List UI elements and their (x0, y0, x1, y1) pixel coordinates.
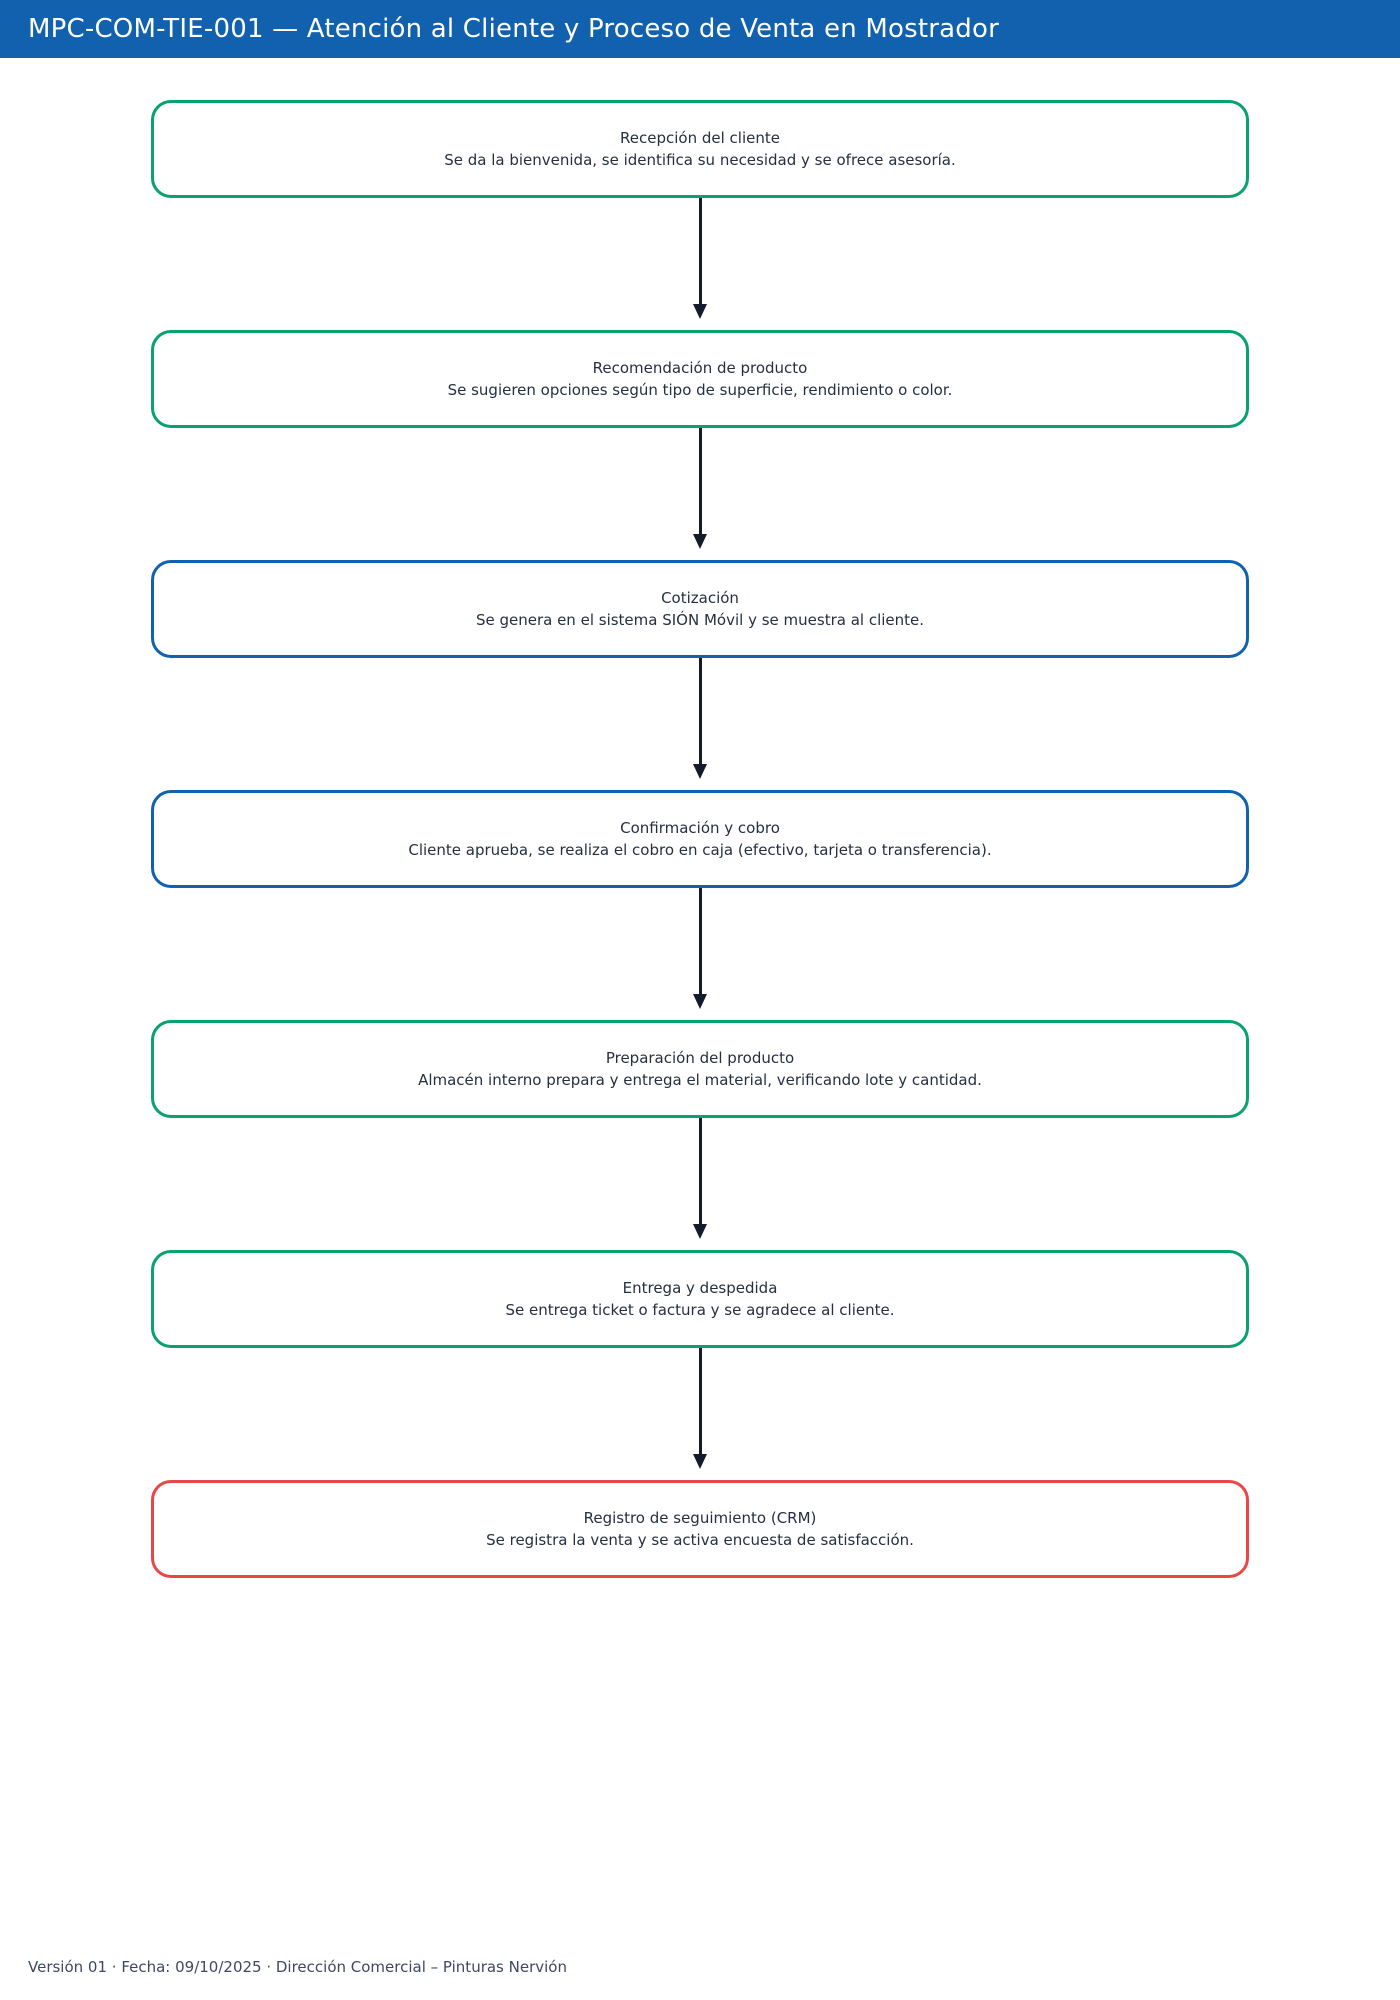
flow-connector (693, 428, 707, 560)
flow-connector (693, 198, 707, 330)
arrow-line (698, 428, 702, 534)
arrow-down-icon (693, 534, 707, 549)
flow-step-recepcion-del-cliente: Recepción del cliente Se da la bienvenid… (151, 100, 1249, 198)
header-bar: MPC-COM-TIE-001 — Atención al Cliente y … (0, 0, 1400, 58)
flow-step-recomendacion-de-producto: Recomendación de producto Se sugieren op… (151, 330, 1249, 428)
arrow-down-icon (693, 764, 707, 779)
arrow-down-icon (693, 304, 707, 319)
footer-note: Versión 01 · Fecha: 09/10/2025 · Direcci… (28, 1958, 567, 1976)
step-title: Recepción del cliente (620, 128, 780, 147)
flowchart: Recepción del cliente Se da la bienvenid… (0, 58, 1400, 1578)
step-title: Confirmación y cobro (620, 818, 780, 837)
step-description: Se registra la venta y se activa encuest… (486, 1531, 914, 1549)
arrow-line (698, 888, 702, 994)
step-description: Se entrega ticket o factura y se agradec… (505, 1301, 895, 1319)
arrow-line (698, 1348, 702, 1454)
flow-step-registro-de-seguimiento-crm: Registro de seguimiento (CRM) Se registr… (151, 1480, 1249, 1578)
arrow-down-icon (693, 1224, 707, 1239)
step-description: Almacén interno prepara y entrega el mat… (418, 1071, 982, 1089)
arrow-line (698, 1118, 702, 1224)
step-title: Entrega y despedida (622, 1278, 778, 1297)
step-title: Cotización (661, 588, 739, 607)
arrow-down-icon (693, 1454, 707, 1469)
flow-step-confirmacion-y-cobro: Confirmación y cobro Cliente aprueba, se… (151, 790, 1249, 888)
flow-connector (693, 888, 707, 1020)
step-description: Se genera en el sistema SIÓN Móvil y se … (475, 611, 925, 629)
flow-connector (693, 1118, 707, 1250)
step-description: Se da la bienvenida, se identifica su ne… (444, 151, 956, 169)
flow-step-preparacion-del-producto: Preparación del producto Almacén interno… (151, 1020, 1249, 1118)
step-description: Se sugieren opciones según tipo de super… (447, 381, 953, 399)
page-title: MPC-COM-TIE-001 — Atención al Cliente y … (28, 14, 999, 44)
flow-connector (693, 658, 707, 790)
arrow-line (698, 658, 702, 764)
step-title: Preparación del producto (605, 1048, 795, 1067)
flow-step-entrega-y-despedida: Entrega y despedida Se entrega ticket o … (151, 1250, 1249, 1348)
flow-connector (693, 1348, 707, 1480)
step-title: Registro de seguimiento (CRM) (583, 1508, 817, 1527)
step-title: Recomendación de producto (592, 358, 808, 377)
arrow-down-icon (693, 994, 707, 1009)
arrow-line (698, 198, 702, 304)
flow-step-cotizacion: Cotización Se genera en el sistema SIÓN … (151, 560, 1249, 658)
step-description: Cliente aprueba, se realiza el cobro en … (408, 841, 992, 859)
